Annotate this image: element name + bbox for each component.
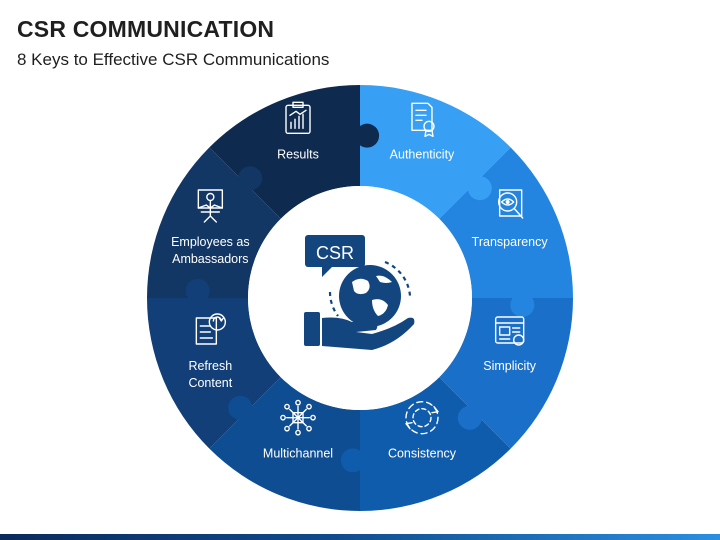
segment-refresh-content: [147, 298, 281, 449]
center-graphic: CSR: [304, 235, 415, 350]
puzzle-tab: [510, 293, 535, 318]
puzzle-tab: [185, 278, 210, 303]
puzzle-tab: [355, 123, 380, 148]
segment-label-line: Ambassadors: [172, 252, 248, 266]
segment-label: Consistency: [388, 447, 457, 461]
refresh-document-icon: [195, 313, 227, 345]
segment-label-line: Multichannel: [263, 447, 333, 461]
segment-label-line: Content: [188, 376, 232, 390]
segment-label: Employees as Ambassadors: [171, 235, 250, 266]
puzzle-tab: [467, 176, 492, 201]
network-hub-icon: [280, 399, 316, 436]
browser-window-icon: [494, 316, 525, 346]
certificate-icon: [411, 102, 435, 138]
segment-label-line: Simplicity: [483, 359, 537, 373]
hand-icon: [304, 312, 415, 350]
segment-label: Multichannel: [263, 447, 333, 461]
segment-label: Simplicity: [483, 359, 537, 373]
segment-label-line: Consistency: [388, 447, 457, 461]
segment-results: [209, 85, 360, 219]
segment-label: Results: [277, 147, 319, 161]
globe-icon: [328, 260, 412, 327]
bottom-accent-bar: [0, 534, 720, 540]
cycle-icon: [405, 400, 439, 435]
segment-transparency: [439, 147, 573, 298]
segment-label: Transparency: [472, 235, 549, 249]
segment-authenticity: [360, 85, 511, 219]
page-subtitle: 8 Keys to Effective CSR Communications: [17, 50, 330, 69]
segment-simplicity: [439, 298, 573, 449]
puzzle-tab: [228, 395, 253, 420]
segment-label-line: Refresh: [188, 359, 232, 373]
puzzle-tab: [238, 166, 263, 191]
puzzle-tab: [340, 448, 365, 473]
segment-label: Authenticity: [390, 147, 455, 161]
segment-label-line: Employees as: [171, 235, 250, 249]
csr-badge: CSR: [305, 235, 365, 277]
segment-multichannel: [209, 377, 360, 511]
segment-employees-as-ambassadors: [147, 147, 281, 298]
employee-presenter-icon: [197, 189, 224, 223]
segment-label-line: Authenticity: [390, 147, 455, 161]
segment-label-line: Transparency: [472, 235, 549, 249]
csr-badge-text: CSR: [316, 243, 354, 263]
page-title: CSR COMMUNICATION: [17, 16, 275, 42]
segment-consistency: [360, 377, 511, 511]
magnifier-eye-icon: [497, 189, 524, 219]
segment-label-line: Results: [277, 147, 319, 161]
puzzle-tab: [457, 405, 482, 430]
report-chart-icon: [285, 101, 311, 135]
